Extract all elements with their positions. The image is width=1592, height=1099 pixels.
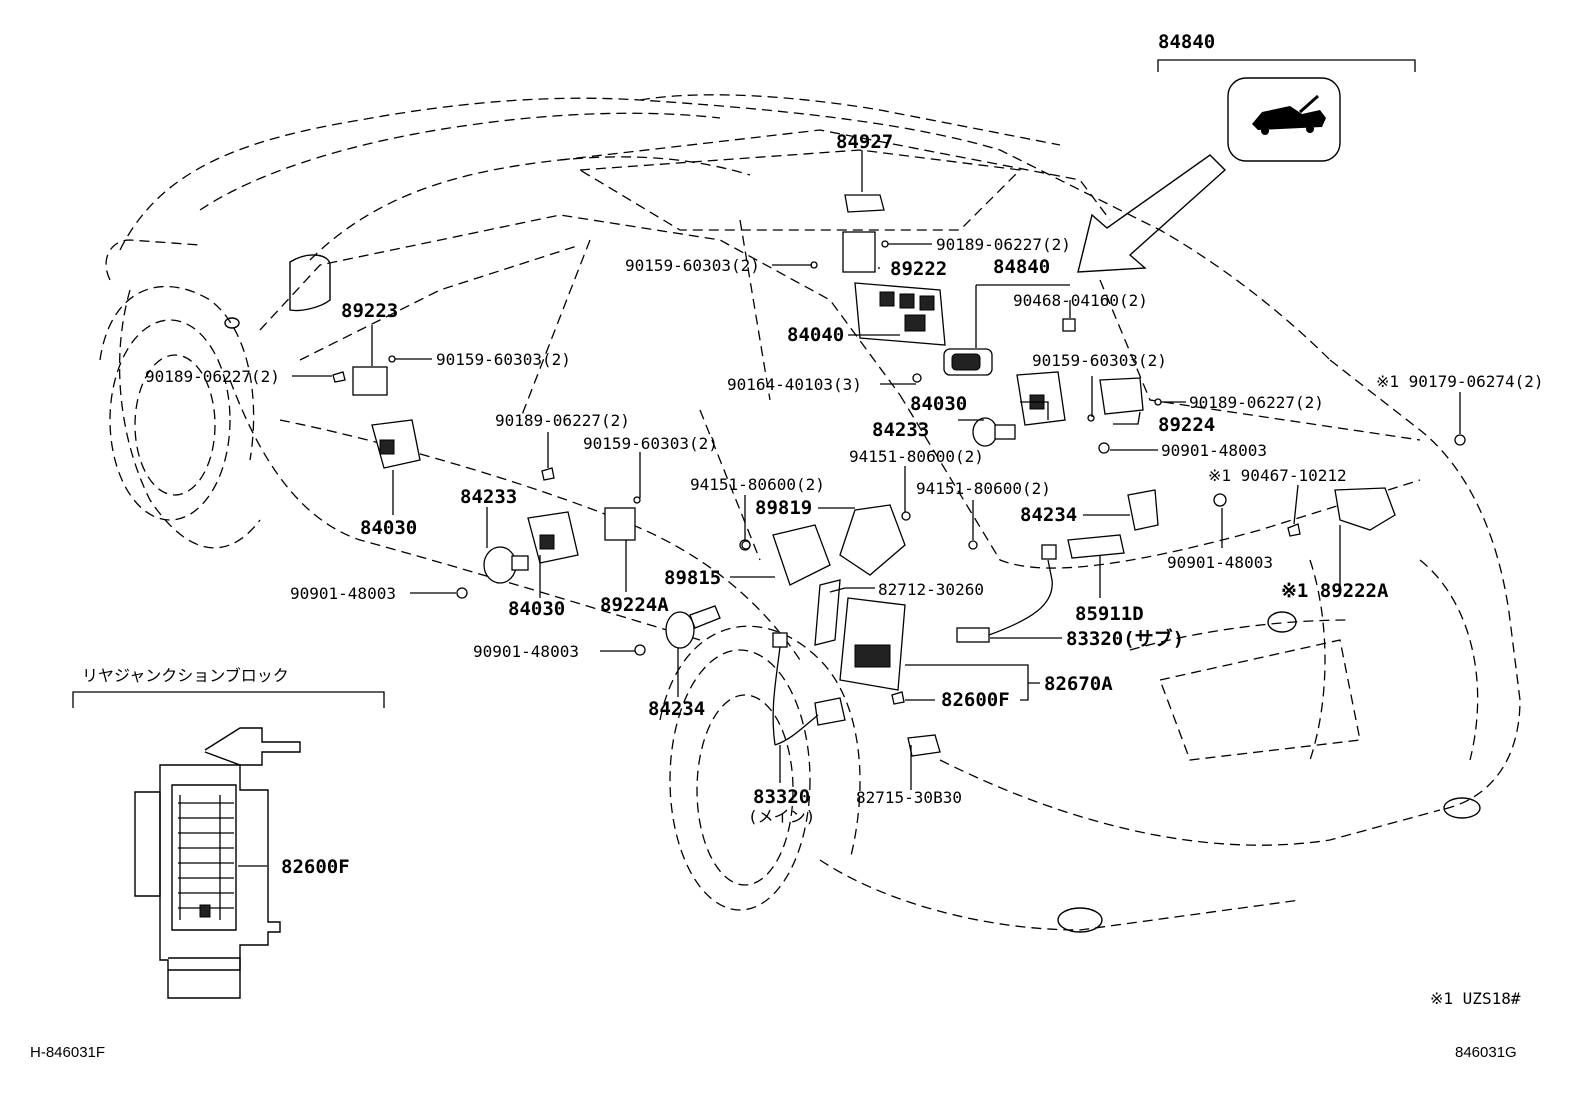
part-labels: 84927 90189-06227(2) 90159-60303(2) 8922… xyxy=(145,131,1544,826)
footer-left-code: H-846031F xyxy=(30,1044,105,1061)
label-90901-48003-right: 90901-48003 xyxy=(1161,441,1267,460)
footer-note: ※1 UZS18# xyxy=(1430,989,1521,1008)
direction-arrow xyxy=(1077,154,1227,273)
label-84840-mid: 84840 xyxy=(993,256,1050,278)
label-84927: 84927 xyxy=(836,131,893,153)
footer: H-846031F 846031G ※1 UZS18# xyxy=(30,989,1521,1061)
label-89223: 89223 xyxy=(341,300,398,322)
label-89815: 89815 xyxy=(664,567,721,589)
label-94151-80600-c: 94151-80600(2) xyxy=(916,479,1051,498)
label-83320-main-note: (メイン) xyxy=(748,807,815,826)
label-84234-left: 84234 xyxy=(648,698,705,720)
label-90467-10212: ※1 90467-10212 xyxy=(1208,466,1347,485)
label-90159-60303-top: 90159-60303(2) xyxy=(625,256,760,275)
label-84030-right: 84030 xyxy=(910,393,967,415)
label-89224: 89224 xyxy=(1158,414,1215,436)
label-84234-right: 84234 xyxy=(1020,504,1077,526)
group-header: 84840 xyxy=(1157,31,1416,72)
label-94151-80600-a: 94151-80600(2) xyxy=(690,475,825,494)
label-82715-30B30: 82715-30B30 xyxy=(856,788,962,807)
label-89222: 89222 xyxy=(890,258,947,280)
label-89224A: 89224A xyxy=(600,594,669,616)
inset-label-82600F: 82600F xyxy=(281,856,350,878)
label-90901-48003-low: 90901-48003 xyxy=(473,642,579,661)
label-84233-left: 84233 xyxy=(460,486,517,508)
label-84233-right: 84233 xyxy=(872,419,929,441)
label-90901-48003-left: 90901-48003 xyxy=(290,584,396,603)
label-89819: 89819 xyxy=(755,497,812,519)
label-90189-06227-left: 90189-06227(2) xyxy=(145,367,280,386)
label-90159-60303-left: 90159-60303(2) xyxy=(436,350,571,369)
label-90159-60303-right: 90159-60303(2) xyxy=(1032,351,1167,370)
label-94151-80600-b: 94151-80600(2) xyxy=(849,447,984,466)
label-90164-40103: 90164-40103(3) xyxy=(727,375,862,394)
inset-junction-block: リヤジャンクションブロック 82600F xyxy=(72,666,385,999)
label-89222A: ※1 89222A xyxy=(1281,580,1389,602)
label-84030-left: 84030 xyxy=(360,517,417,539)
group-code-label: 84840 xyxy=(1158,31,1215,53)
label-84040: 84040 xyxy=(787,324,844,346)
inset-title: リヤジャンクションブロック xyxy=(82,666,289,685)
label-90901-48003-r2: 90901-48003 xyxy=(1167,553,1273,572)
label-83320-main: 83320 xyxy=(753,786,810,808)
label-85911D: 85911D xyxy=(1075,603,1144,625)
leader-lines xyxy=(238,150,1461,867)
label-90468-04160: 90468-04160(2) xyxy=(1013,291,1148,310)
label-83320-sub: 83320(サブ) xyxy=(1066,627,1184,650)
trunk-open-icon xyxy=(1227,77,1341,162)
label-82600F: 82600F xyxy=(941,689,1010,711)
part-shapes xyxy=(332,194,1466,757)
label-90189-06227-top: 90189-06227(2) xyxy=(936,235,1071,254)
label-90189-06227-mid: 90189-06227(2) xyxy=(495,411,630,430)
label-82670A: 82670A xyxy=(1044,673,1113,695)
label-82712-30260: 82712-30260 xyxy=(878,580,984,599)
label-84030-bottom: 84030 xyxy=(508,598,565,620)
label-90159-60303-mid: 90159-60303(2) xyxy=(583,434,718,453)
label-90189-06227-right: 90189-06227(2) xyxy=(1189,393,1324,412)
footer-right-code: 846031G xyxy=(1455,1044,1517,1061)
label-90179-06274: ※1 90179-06274(2) xyxy=(1376,372,1544,391)
